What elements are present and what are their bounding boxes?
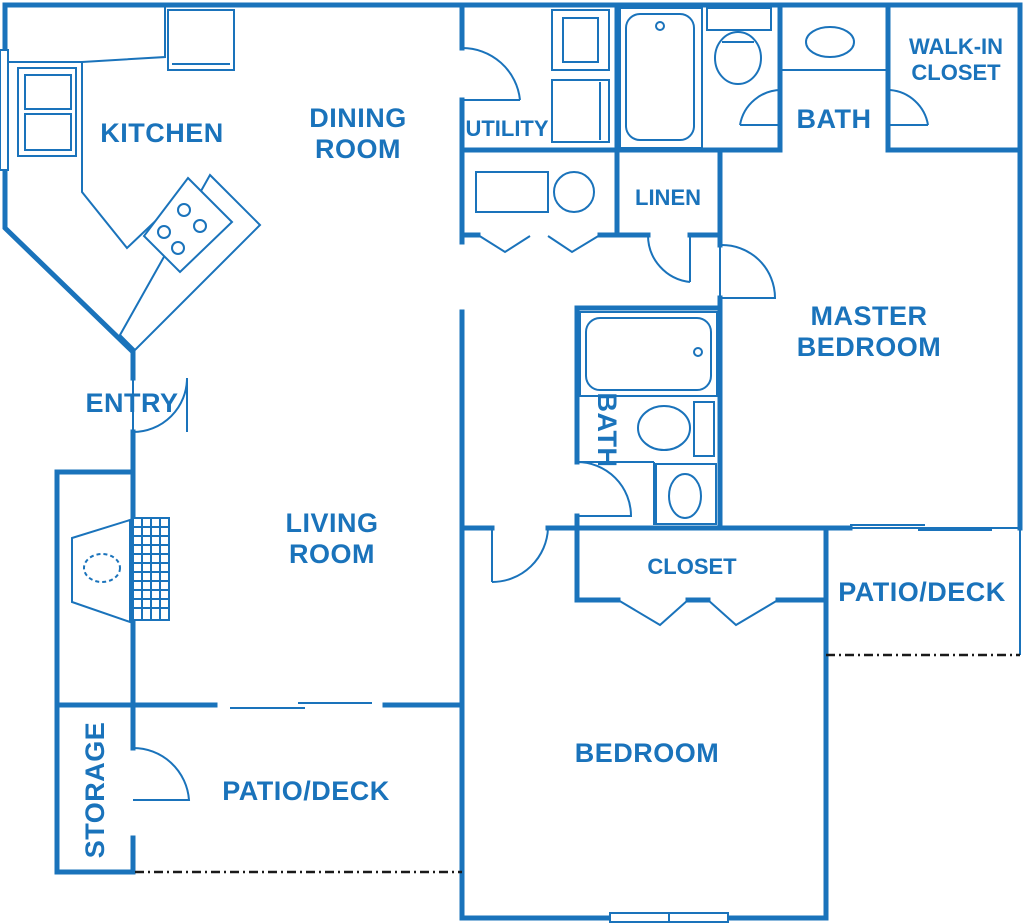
label-master-line2: BEDROOM xyxy=(797,332,942,362)
utility-fixtures xyxy=(461,9,610,143)
label-master-bath: BATH xyxy=(797,104,872,134)
linen-walls xyxy=(614,147,651,238)
hall-cabinet xyxy=(475,171,549,213)
master-bath-door-right xyxy=(888,89,929,126)
label-patio-right: PATIO/DECK xyxy=(838,577,1006,607)
label-dining-line2: ROOM xyxy=(315,134,401,164)
fireplace-tile-grid xyxy=(132,517,170,621)
patio-right-outline xyxy=(826,527,1021,655)
hall-closet-bifold-right xyxy=(547,234,601,254)
kitchen-window xyxy=(0,49,9,171)
bedroom-walls xyxy=(459,525,829,921)
stove xyxy=(142,176,234,274)
master-bath-door-left xyxy=(739,88,783,126)
burner xyxy=(193,219,207,233)
bath2-toilet xyxy=(637,405,691,451)
label-bath-2: BATH xyxy=(592,393,622,468)
master-bathtub xyxy=(619,7,703,149)
kitchen-sink xyxy=(17,67,77,157)
label-closet: CLOSET xyxy=(647,554,737,579)
label-walkin-line2: CLOSET xyxy=(911,60,1001,85)
bath2-sink xyxy=(668,473,702,519)
label-storage: STORAGE xyxy=(80,722,110,859)
label-walkin-line1: WALK-IN xyxy=(909,34,1003,59)
linen-door xyxy=(646,234,691,283)
hall-closet-fixtures xyxy=(475,171,601,254)
master-sink xyxy=(805,26,855,58)
fireplace-hearth xyxy=(71,518,131,624)
utility-door xyxy=(461,46,521,101)
label-living-line1: LIVING xyxy=(285,508,378,538)
label-linen: LINEN xyxy=(635,185,701,210)
bath2-fixtures xyxy=(576,311,718,525)
entry-door xyxy=(132,377,188,433)
label-utility: UTILITY xyxy=(465,116,548,141)
dryer xyxy=(551,9,610,71)
label-bedroom: BEDROOM xyxy=(575,738,720,768)
storage-walls xyxy=(54,702,136,875)
master-bath-fixtures xyxy=(619,7,929,149)
room-labels: KITCHEN DINING ROOM UTILITY LINEN BATH W… xyxy=(80,34,1006,859)
refrigerator xyxy=(167,9,235,71)
kitchen-fixtures xyxy=(0,5,262,352)
bedroom-closet-bifold-right xyxy=(707,599,779,627)
label-entry: ENTRY xyxy=(85,388,178,418)
bedroom-door xyxy=(491,527,549,583)
sliding-door-left xyxy=(230,702,372,709)
burner xyxy=(177,203,191,217)
storage-door xyxy=(132,746,191,801)
label-master-line1: MASTER xyxy=(811,301,928,331)
bath2-door xyxy=(576,461,633,517)
label-dining-line1: DINING xyxy=(309,103,407,133)
water-heater xyxy=(553,171,595,213)
walkin-divider xyxy=(885,2,1023,153)
label-patio-left: PATIO/DECK xyxy=(222,776,390,806)
label-living-line2: ROOM xyxy=(289,539,375,569)
bath2-toilet-tank xyxy=(693,401,715,457)
kitchen-counter xyxy=(8,61,166,250)
hall-closet-bifold-left xyxy=(477,234,531,254)
bedroom-closet-bifold-left xyxy=(617,599,689,627)
fireplace xyxy=(71,517,170,624)
bath2-tub xyxy=(579,311,718,397)
burner xyxy=(171,241,185,255)
bath2-walls xyxy=(574,305,723,465)
label-kitchen: KITCHEN xyxy=(100,118,224,148)
bedroom-closet-walls xyxy=(574,525,621,603)
fireplace-log xyxy=(83,553,121,583)
burner xyxy=(157,225,171,239)
master-toilet xyxy=(714,31,762,85)
master-bedroom-door xyxy=(719,243,777,299)
sliding-door-right xyxy=(850,524,992,531)
master-toilet-tank xyxy=(706,7,772,31)
